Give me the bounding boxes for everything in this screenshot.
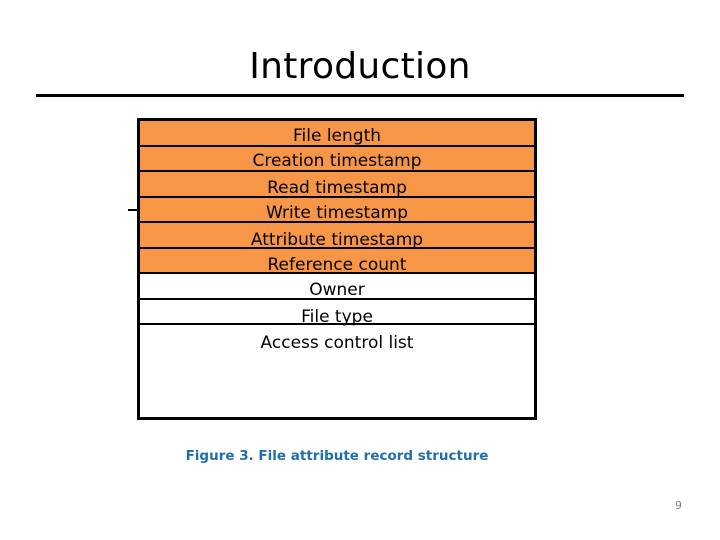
diagram-row xyxy=(140,223,534,249)
diagram-row xyxy=(140,274,534,300)
page-title: Introduction xyxy=(249,46,471,87)
diagram-row xyxy=(128,197,534,223)
diagram-row xyxy=(140,248,534,274)
title-divider xyxy=(36,94,684,97)
diagram-row xyxy=(140,146,534,172)
figure-caption: Figure 3. File attribute record structur… xyxy=(185,448,489,464)
pointer-stub xyxy=(128,208,140,211)
page-number: 9 xyxy=(675,499,682,512)
diagram-row xyxy=(140,299,534,325)
diagram-row xyxy=(140,121,534,147)
diagram-row xyxy=(140,172,534,198)
file-attribute-record-diagram xyxy=(128,118,537,420)
diagram-row xyxy=(140,325,534,417)
